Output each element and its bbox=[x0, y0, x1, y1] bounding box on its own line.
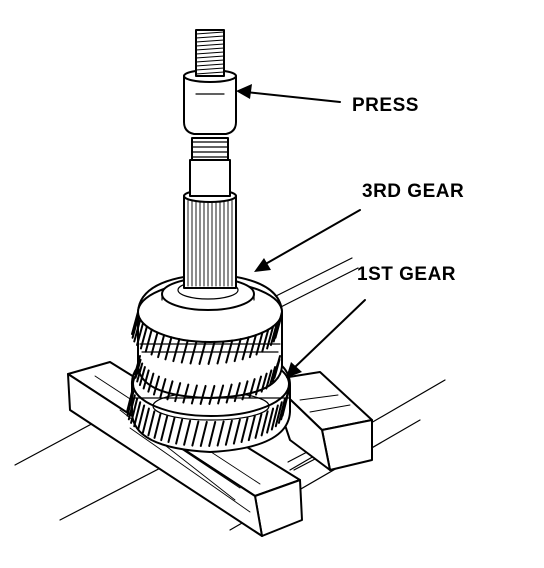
press-ram bbox=[195, 29, 225, 77]
press-arrow-line bbox=[245, 91, 341, 103]
first-gear-arrow-line bbox=[293, 299, 366, 369]
press-label: PRESS bbox=[352, 95, 419, 116]
first-gear-label: 1ST GEAR bbox=[357, 264, 456, 285]
third-gear-arrow-line bbox=[261, 209, 361, 267]
press-arrowhead bbox=[236, 84, 252, 99]
first-gear-arrowhead bbox=[286, 362, 302, 378]
callout-arrows bbox=[236, 84, 366, 378]
third-gear-label: 3RD GEAR bbox=[362, 181, 464, 202]
third-gear-arrowhead bbox=[254, 258, 271, 272]
upper-shaft bbox=[189, 137, 231, 197]
press-adapter bbox=[183, 69, 237, 135]
splined-shaft bbox=[183, 189, 237, 289]
